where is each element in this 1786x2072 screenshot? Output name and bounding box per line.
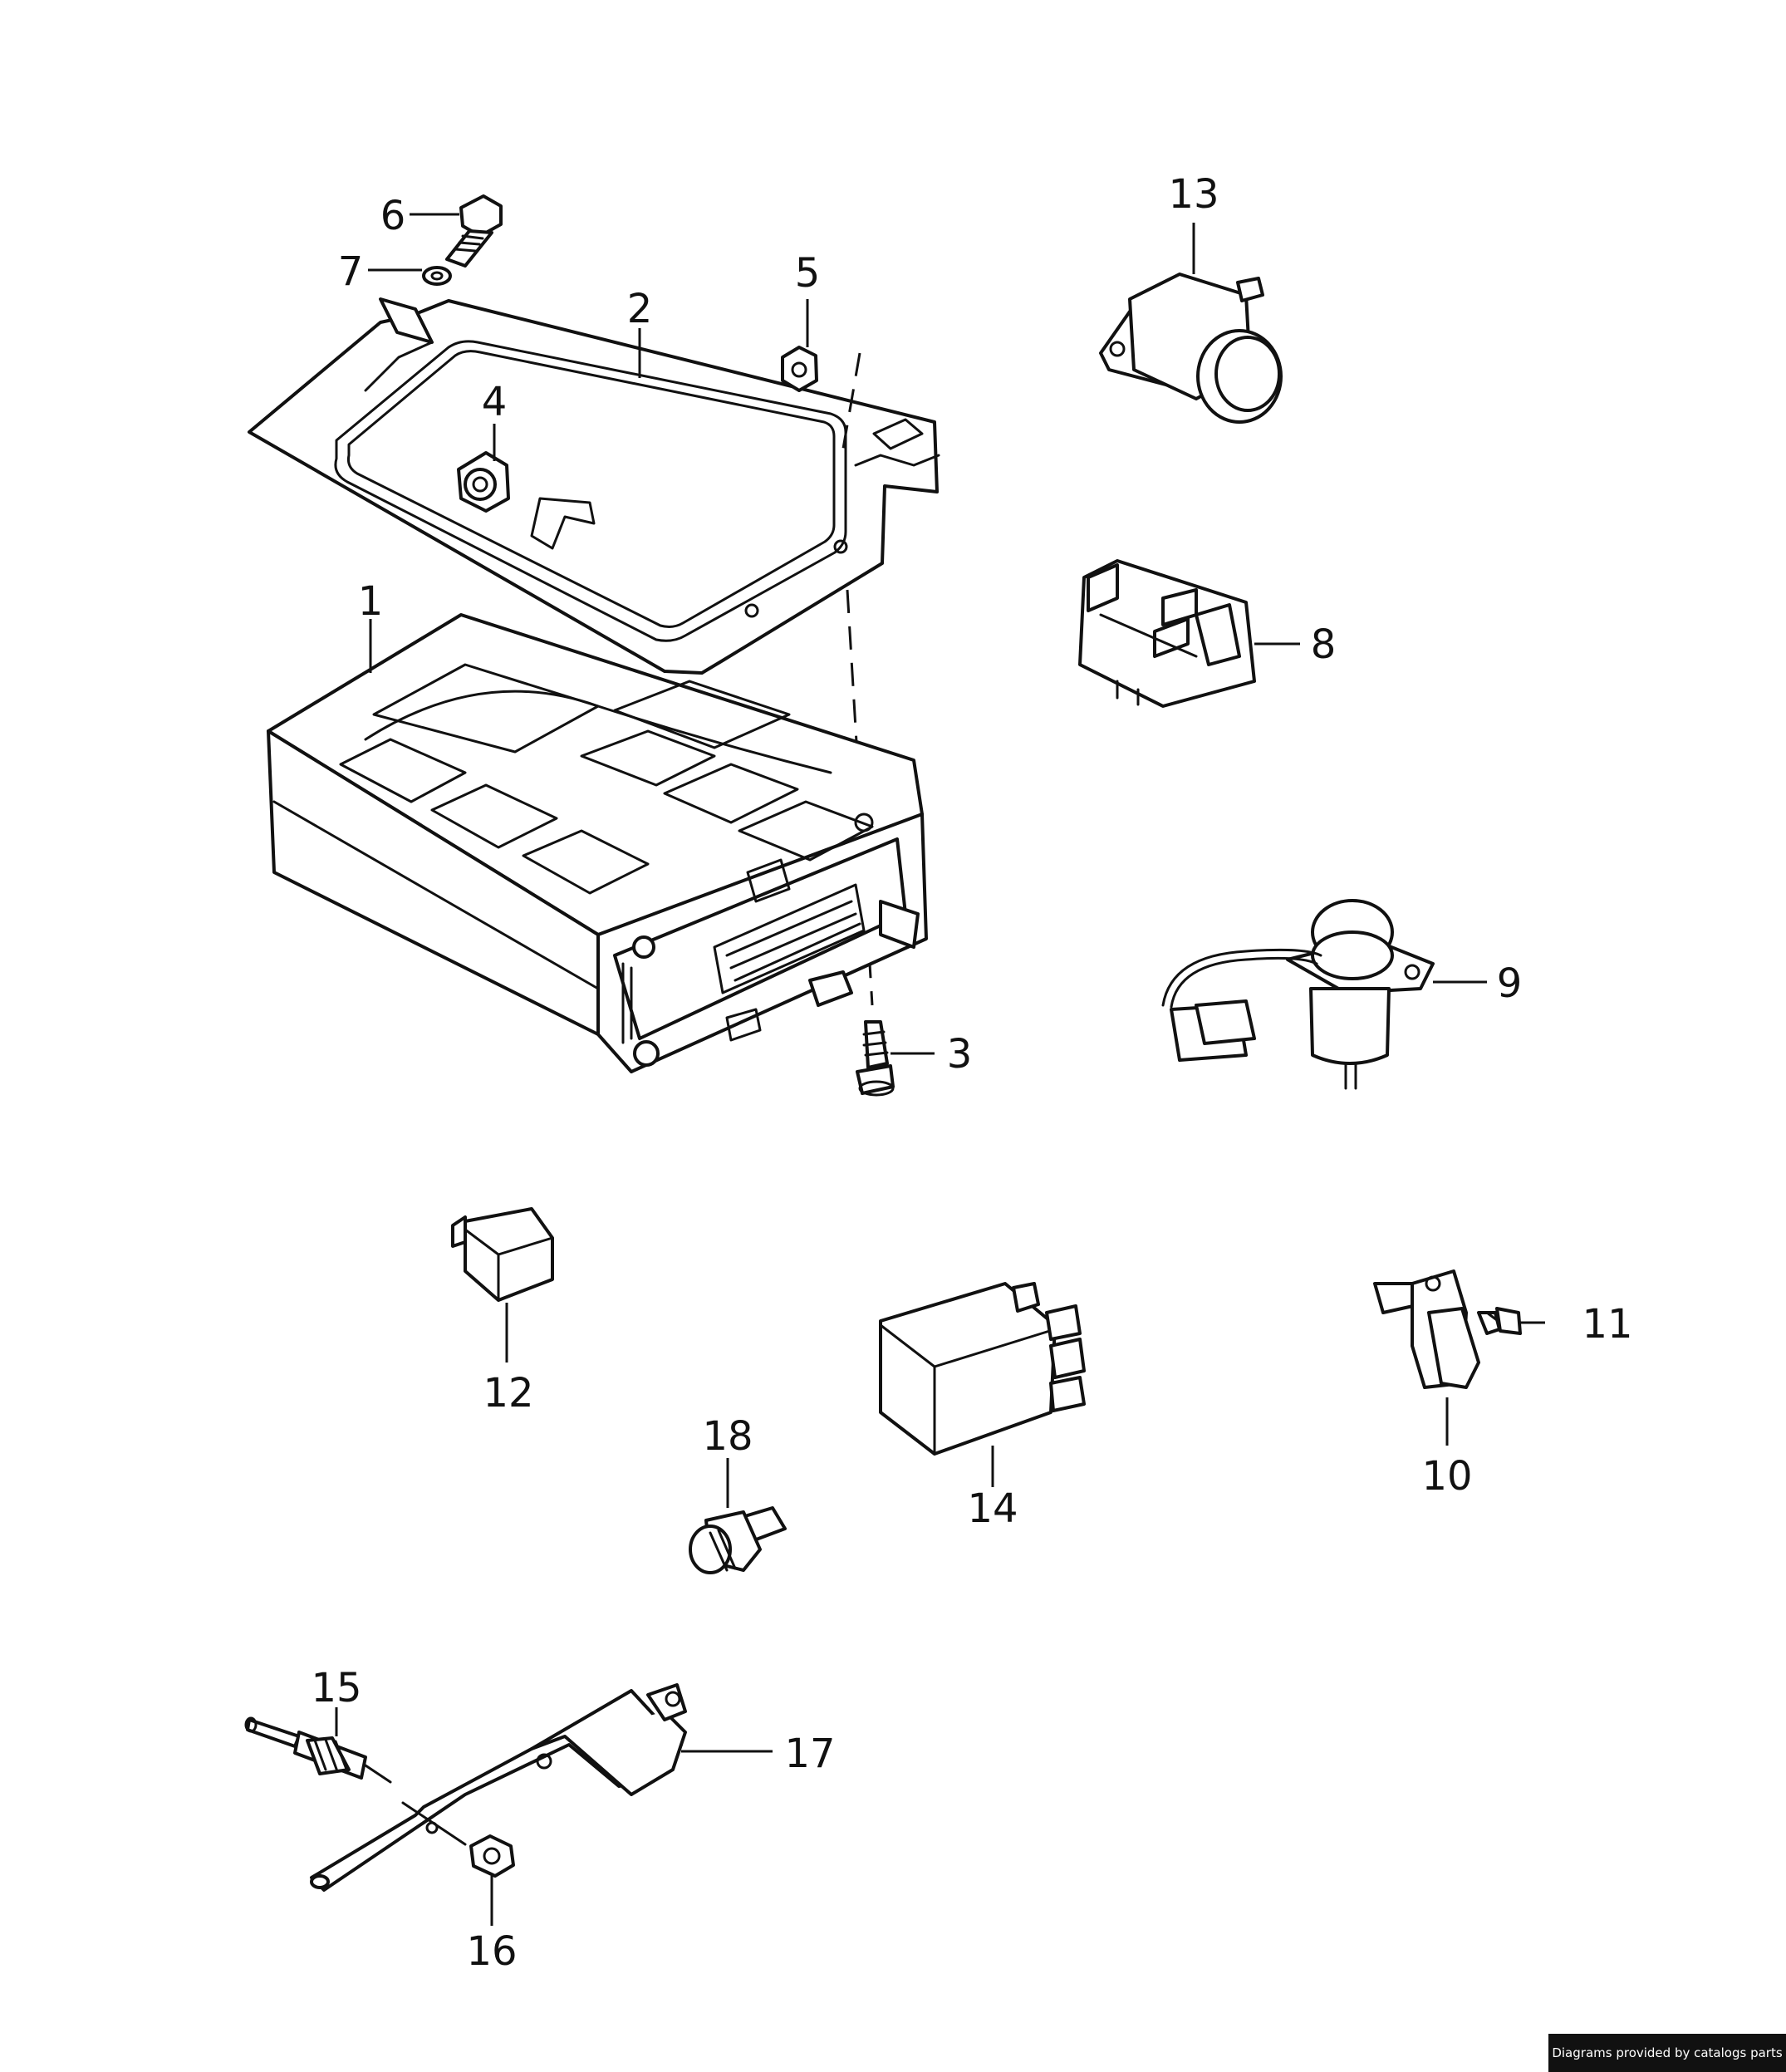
control-unit-part-1 bbox=[267, 613, 928, 1073]
label-1: 1 bbox=[358, 578, 384, 625]
label-12: 12 bbox=[483, 1370, 533, 1417]
nut-part-16 bbox=[469, 1834, 515, 1878]
label-11: 11 bbox=[1582, 1301, 1632, 1348]
label-10: 10 bbox=[1421, 1453, 1472, 1500]
large-relay-part-14 bbox=[879, 1282, 1086, 1456]
label-14: 14 bbox=[967, 1485, 1018, 1532]
label-15: 15 bbox=[311, 1665, 361, 1711]
label-2: 2 bbox=[627, 286, 653, 332]
label-7: 7 bbox=[338, 248, 364, 295]
nut-part-5 bbox=[781, 346, 818, 392]
label-17: 17 bbox=[784, 1731, 835, 1777]
bolt-part-6 bbox=[445, 194, 503, 268]
bolt-part-11 bbox=[1477, 1307, 1522, 1335]
speed-sensor-part-10 bbox=[1373, 1269, 1480, 1389]
glow-plug-part-15 bbox=[244, 1716, 392, 1784]
label-9: 9 bbox=[1497, 960, 1523, 1007]
label-6: 6 bbox=[380, 193, 406, 239]
label-16: 16 bbox=[466, 1928, 517, 1975]
label-13: 13 bbox=[1168, 171, 1219, 218]
label-18: 18 bbox=[702, 1413, 753, 1460]
leader-lines bbox=[335, 213, 1545, 1926]
callout-labels: 1 2 3 4 5 6 7 8 9 10 11 12 13 14 15 16 1… bbox=[311, 171, 1632, 1975]
grommet-part-4 bbox=[457, 451, 510, 513]
label-8: 8 bbox=[1311, 621, 1337, 668]
relay-part-8 bbox=[1078, 559, 1256, 708]
valve-part-9 bbox=[1161, 899, 1435, 1090]
small-relay-part-12 bbox=[451, 1207, 554, 1302]
sender-part-18 bbox=[689, 1506, 787, 1574]
credit-badge: Diagrams provided by catalogs parts bbox=[1548, 2034, 1786, 2072]
label-5: 5 bbox=[795, 250, 821, 297]
sensor-part-13 bbox=[1099, 273, 1283, 424]
label-3: 3 bbox=[947, 1031, 973, 1078]
screw-part-3 bbox=[856, 1020, 895, 1097]
busbar-part-17 bbox=[310, 1683, 687, 1892]
bracket-part-2 bbox=[248, 297, 940, 675]
label-4: 4 bbox=[482, 379, 508, 425]
washer-part-7 bbox=[422, 266, 452, 286]
